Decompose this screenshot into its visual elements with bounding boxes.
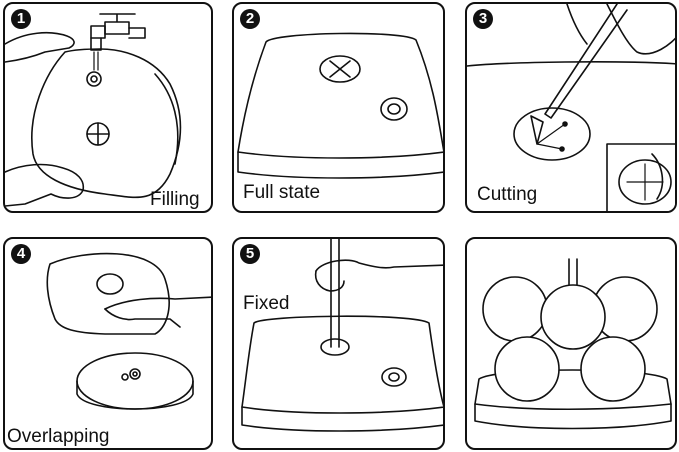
- panel-assembled: [465, 237, 677, 450]
- step-number-badge: 4: [11, 244, 31, 264]
- step-number-badge: 1: [11, 9, 31, 29]
- step-caption: Cutting: [477, 184, 538, 205]
- step-number-badge: 5: [240, 244, 260, 264]
- panel-overlapping: 4 Overlapping: [3, 237, 213, 450]
- full-state-illustration: [237, 32, 443, 179]
- step-caption: Full state: [243, 182, 321, 203]
- overlapping-illustration: [46, 252, 211, 410]
- step-caption: Filling: [150, 189, 200, 210]
- step-number-badge: 3: [473, 9, 493, 29]
- step-number-badge: 2: [240, 9, 260, 29]
- panel-fixed: 5 Fixed: [232, 237, 445, 450]
- step-caption: Fixed: [243, 293, 290, 314]
- step-caption: Overlapping: [7, 426, 110, 447]
- assembled-base-illustration: [474, 258, 672, 430]
- panel-filling: 1 Filling: [3, 2, 213, 213]
- panel-cutting: 3 Cutting: [465, 2, 677, 213]
- filling-illustration: [5, 13, 182, 207]
- fixed-illustration: [241, 239, 443, 432]
- panel-full-state: 2 Full state: [232, 2, 445, 213]
- cutting-illustration: [467, 4, 675, 211]
